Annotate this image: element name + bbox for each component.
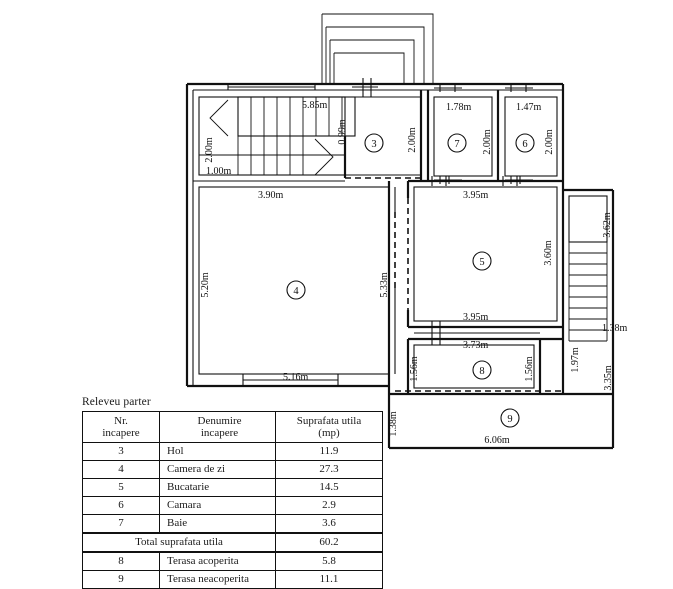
table-row: 5 Bucatarie 14.5: [82, 478, 383, 497]
header-name-line2: incapere: [200, 427, 239, 439]
dim-living-top: 3.90m: [258, 190, 284, 201]
cell-nr: 8: [82, 551, 160, 571]
dim-ext-stair-width: 1.38m: [602, 323, 628, 334]
cell-area: 3.6: [275, 514, 383, 534]
header-area: Suprafata utila (mp): [275, 411, 383, 443]
cell-area: 2.9: [275, 496, 383, 515]
cell-nr: 4: [82, 460, 160, 479]
table-row: 4 Camera de zi 27.3: [82, 460, 383, 479]
table-total-row: Total suprafata utila 60.2: [82, 532, 383, 553]
dim-stair-run: 5.85m: [302, 100, 328, 111]
dim-terrace-top: 3.73m: [463, 340, 489, 351]
room-marker-9: 9: [507, 414, 512, 425]
room-number-markers: 3 4 5 6 7 8 9: [286, 133, 535, 428]
dim-right-mid: 1.97m: [570, 347, 581, 373]
cell-nr: 3: [82, 442, 160, 461]
cell-name: Terasa acoperita: [159, 551, 276, 571]
cell-area: 5.8: [275, 551, 383, 571]
header-name-line1: Denumire: [197, 414, 242, 427]
cell-name: Camara: [159, 496, 276, 515]
dim-terrace-left: 1.56m: [409, 356, 420, 382]
room-schedule-table: Nr. incapere Denumire incapere Suprafata…: [82, 411, 383, 589]
cell-total-area: 60.2: [275, 532, 383, 553]
cell-name: Terasa neacoperita: [159, 570, 276, 589]
cell-name: Camera de zi: [159, 460, 276, 479]
dim-right-outer: 3.35m: [603, 365, 614, 391]
cell-name: Baie: [159, 514, 276, 534]
dim-ext-stair-height: 3.62m: [602, 212, 613, 238]
exterior-stairs: [563, 188, 615, 386]
room-open-terrace: [387, 386, 615, 450]
dim-bath-height: 2.00m: [482, 129, 493, 155]
table-row: 3 Hol 11.9: [82, 442, 383, 461]
dim-pantry-height: 2.00m: [544, 129, 555, 155]
header-name: Denumire incapere: [159, 411, 276, 443]
table-row: 7 Baie 3.6: [82, 514, 383, 534]
dim-hall-right-height: 2.00m: [407, 127, 418, 153]
dim-stair-left-width: 1.00m: [206, 166, 232, 177]
dim-open-terrace-left: 1.38m: [388, 411, 399, 437]
header-area-line2: (mp): [318, 427, 340, 439]
room-marker-8: 8: [479, 366, 484, 377]
roof-projection-lines: [321, 13, 434, 84]
header-nr: Nr. incapere: [82, 411, 160, 443]
cell-nr: 5: [82, 478, 160, 497]
room-marker-7: 7: [454, 139, 459, 150]
cell-total-label: Total suprafata utila: [82, 532, 276, 553]
room-living: [193, 177, 421, 386]
table-row: 6 Camara 2.9: [82, 496, 383, 515]
header-nr-line1: Nr.: [114, 414, 128, 427]
cell-nr: 9: [82, 570, 160, 589]
header-area-line1: Suprafata utila: [296, 414, 362, 427]
dim-living-bottom: 5.16m: [283, 372, 309, 383]
table-row: 9 Terasa neacoperita 11.1: [82, 570, 383, 589]
dim-hall-top-gap: 0.99m: [337, 119, 348, 145]
header-nr-line2: incapere: [102, 427, 140, 439]
room-marker-4: 4: [293, 286, 299, 297]
table-row: 8 Terasa acoperita 5.8: [82, 551, 383, 571]
dim-terrace-right: 1.56m: [524, 356, 535, 382]
dim-open-terrace-bottom: 6.06m: [484, 435, 510, 446]
dim-kitchen-right: 3.60m: [543, 240, 554, 266]
dimension-labels: 2.00m 1.00m 5.85m 0.99m 2.00m 3.90m 5.20…: [200, 100, 628, 446]
cell-nr: 7: [82, 514, 160, 534]
dim-living-left: 5.20m: [200, 272, 211, 298]
interior-staircase: [198, 96, 356, 178]
room-marker-5: 5: [479, 257, 484, 268]
floor-plan-svg: .w { fill:none; stroke:#111; stroke-widt…: [185, 13, 628, 450]
floor-plan-drawing: .w { fill:none; stroke:#111; stroke-widt…: [82, 13, 628, 589]
cell-area: 27.3: [275, 460, 383, 479]
cell-area: 14.5: [275, 478, 383, 497]
dim-kitchen-top: 3.95m: [463, 190, 489, 201]
room-kitchen: [406, 176, 565, 345]
room-marker-3: 3: [371, 139, 376, 150]
room-covered-terrace: [406, 327, 565, 394]
cell-nr: 6: [82, 496, 160, 515]
dim-pantry-width: 1.47m: [516, 102, 542, 113]
dim-living-right: 5.33m: [379, 272, 390, 298]
dim-bath-width: 1.78m: [446, 102, 472, 113]
cell-area: 11.9: [275, 442, 383, 461]
room-hall: [227, 78, 423, 181]
cell-area: 11.1: [275, 570, 383, 589]
table-caption: Releveu parter: [82, 396, 151, 408]
dim-kitchen-bottom: 3.95m: [463, 312, 489, 323]
cell-name: Hol: [159, 442, 276, 461]
cell-name: Bucatarie: [159, 478, 276, 497]
table-header-row: Nr. incapere Denumire incapere Suprafata…: [82, 411, 383, 443]
exterior-walls: [185, 82, 565, 388]
dim-stair-left-height: 2.00m: [204, 137, 215, 163]
room-marker-6: 6: [522, 139, 527, 150]
